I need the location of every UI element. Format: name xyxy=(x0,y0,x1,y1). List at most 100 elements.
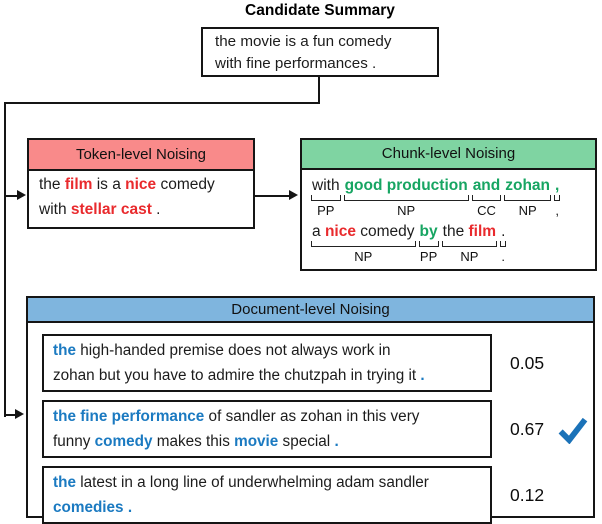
score-value: 0.67 xyxy=(510,418,545,439)
text-line: the fine performance of sandler as zohan… xyxy=(53,404,481,429)
text-line: the film is a nice comedy xyxy=(39,172,249,197)
token-noising-panel: Token-level Noising the film is a nice c… xyxy=(27,138,255,229)
candidate-sentence-box: the high-handed premise does not always … xyxy=(42,334,492,392)
text-token: high-handed premise does not always work… xyxy=(75,342,391,359)
pos-label: NP xyxy=(354,249,373,264)
chunk-text: and xyxy=(471,176,503,195)
underbracket xyxy=(504,195,552,201)
document-candidate-row: the high-handed premise does not always … xyxy=(42,334,593,392)
chunk-text: a nice comedy xyxy=(310,222,417,241)
document-noising-header: Document-level Noising xyxy=(28,298,593,323)
connector-horizontal-top xyxy=(4,102,320,104)
arrow-right-icon xyxy=(17,190,26,200)
score-value: 0.12 xyxy=(510,484,545,505)
token-noising-header: Token-level Noising xyxy=(29,140,253,171)
text-token: nice xyxy=(125,176,157,193)
text-token: makes this xyxy=(152,433,235,450)
chunk-text: the film xyxy=(441,222,498,241)
underbracket xyxy=(441,241,498,247)
score-value: 0.05 xyxy=(510,352,545,373)
text-token: zohan xyxy=(505,177,551,194)
text-token: nice xyxy=(324,223,356,240)
text-line: comedies . xyxy=(53,495,481,520)
text-token: comedies . xyxy=(53,499,133,516)
text-token: the fine performance xyxy=(53,408,205,425)
pos-label: , xyxy=(555,203,559,218)
arrow-to-token-line xyxy=(5,195,18,197)
text-token: film xyxy=(468,223,497,240)
chunk-group: ,, xyxy=(553,176,561,218)
text-token: special xyxy=(278,433,335,450)
pos-label: PP xyxy=(317,203,335,218)
underbracket xyxy=(311,241,416,247)
document-candidate-row: the latest in a long line of underwhelmi… xyxy=(42,466,593,524)
chunk-text: good production xyxy=(343,176,470,195)
underbracket xyxy=(311,195,341,201)
text-line: with fine performances . xyxy=(215,53,437,75)
chunk-text: with xyxy=(310,176,342,195)
document-candidate-row: the fine performance of sandler as zohan… xyxy=(42,400,593,458)
text-token: comedy xyxy=(355,223,415,240)
text-token: a xyxy=(312,223,325,240)
figure-title: Candidate Summary xyxy=(245,2,395,19)
chunk-text: , xyxy=(553,176,561,195)
chunk-text: . xyxy=(499,222,507,241)
text-token: the xyxy=(53,474,76,491)
text-token: the xyxy=(442,223,469,240)
text-token: , xyxy=(555,177,560,194)
text-token: comedy xyxy=(156,176,215,193)
pos-label: PP xyxy=(419,249,438,264)
chunk-group: .. xyxy=(499,222,507,264)
text-token: latest in a long line of underwhelming a… xyxy=(75,474,429,491)
arrow-right-icon xyxy=(289,190,298,200)
text-token: good production xyxy=(344,177,468,194)
underbracket xyxy=(343,195,469,201)
text-line: the latest in a long line of underwhelmi… xyxy=(53,470,481,495)
pos-label: NP xyxy=(460,249,479,264)
text-token: the xyxy=(53,342,76,359)
text-token: by xyxy=(419,223,438,240)
text-token: movie xyxy=(234,433,279,450)
text-token: . xyxy=(420,367,425,384)
text-token: with fine performances . xyxy=(215,55,377,72)
text-line: funny comedy makes this movie special . xyxy=(53,429,481,454)
candidate-sentence-box: the latest in a long line of underwhelmi… xyxy=(42,466,492,524)
text-token: of sandler as zohan in this very xyxy=(204,408,420,425)
checkmark-icon xyxy=(556,415,589,444)
text-token: is a xyxy=(92,176,126,193)
underbracket xyxy=(418,241,439,247)
arrow-right-icon xyxy=(15,409,24,419)
document-rows: the high-handed premise does not always … xyxy=(28,323,593,524)
pos-label: NP xyxy=(518,203,537,218)
chunk-text: zohan xyxy=(503,176,552,195)
text-token: . xyxy=(151,201,161,218)
pos-label: . xyxy=(501,249,506,264)
document-noising-panel: Document-level Noising the high-handed p… xyxy=(26,296,595,524)
chunk-noising-header: Chunk-level Noising xyxy=(302,140,595,170)
text-token: zohan but you have to admire the chutzpa… xyxy=(53,367,421,384)
text-token: stellar cast xyxy=(70,201,152,218)
text-token: the xyxy=(39,176,65,193)
pos-label: CC xyxy=(477,203,496,218)
text-line: with stellar cast . xyxy=(39,197,249,222)
connector-vertical-left xyxy=(4,102,6,417)
text-token: comedy xyxy=(94,433,153,450)
text-token: with xyxy=(312,177,340,194)
text-line: the high-handed premise does not always … xyxy=(53,338,481,363)
candidate-sentence-box: the fine performance of sandler as zohan… xyxy=(42,400,492,458)
chunk-text: by xyxy=(418,222,440,241)
arrow-token-to-chunk-line xyxy=(255,195,290,197)
